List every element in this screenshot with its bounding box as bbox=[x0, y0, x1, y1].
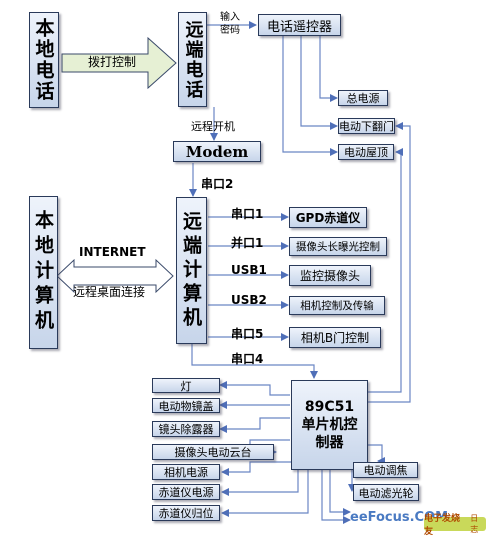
lens-defogger-label: 镜头除露器 bbox=[158, 423, 214, 436]
monitor-camera-box: 监控摄像头 bbox=[289, 265, 371, 286]
input-password-label: 输入 密码 bbox=[220, 12, 240, 36]
serial-1-label: 串口1 bbox=[231, 207, 264, 221]
motor-focus-box: 电动调焦 bbox=[353, 462, 418, 478]
internet-label: INTERNET bbox=[79, 245, 146, 259]
camera-exposure-label: 摄像头长曝光控制 bbox=[296, 241, 380, 253]
camera-exposure-box: 摄像头长曝光控制 bbox=[289, 237, 387, 256]
modem-box: Modem bbox=[173, 141, 261, 162]
main-power-box: 总电源 bbox=[338, 90, 388, 106]
watermark-corner-text: 电子发烧友 bbox=[424, 514, 461, 537]
motor-roof-box: 电动屋顶 bbox=[338, 144, 394, 160]
usb2-label: USB2 bbox=[231, 293, 267, 307]
remote-phone-label: 远端电话 bbox=[182, 19, 204, 100]
camera-b-door-box: 相机B门控制 bbox=[289, 327, 381, 348]
camera-pan-tilt-label: 摄像头电动云台 bbox=[174, 446, 252, 459]
local-computer-label: 本地计算机 bbox=[32, 210, 54, 335]
monitor-camera-label: 监控摄像头 bbox=[299, 269, 360, 283]
parallel-1-label: 并口1 bbox=[231, 236, 264, 250]
dial-arrow bbox=[61, 36, 177, 90]
phone-controller-label: 电话遥控器 bbox=[266, 19, 332, 35]
remote-computer-box: 远端计算机 bbox=[176, 197, 207, 344]
equatorial-home-box: 赤道仪归位 bbox=[152, 505, 220, 521]
motor-filter-wheel-label: 电动滤光轮 bbox=[358, 486, 414, 500]
lower-flip-door-box: 电动下翻门 bbox=[338, 118, 395, 134]
remote-power-on-label: 远程开机 bbox=[191, 120, 235, 133]
serial-2-label: 串口2 bbox=[201, 177, 234, 191]
local-phone-label: 本地电话 bbox=[32, 18, 55, 102]
gpd-equatorial-box: GPD赤道仪 bbox=[289, 207, 367, 228]
equatorial-power-box: 赤道仪电源 bbox=[152, 484, 220, 500]
gpd-equatorial-label: GPD赤道仪 bbox=[295, 211, 361, 225]
equatorial-power-label: 赤道仪电源 bbox=[158, 486, 214, 499]
local-phone-box: 本地电话 bbox=[29, 12, 59, 108]
remote-phone-box: 远端电话 bbox=[178, 12, 207, 107]
internet-arrow bbox=[56, 258, 174, 294]
motor-filter-wheel-box: 电动滤光轮 bbox=[353, 484, 419, 501]
remote-desktop-label: 远程桌面连接 bbox=[73, 285, 146, 299]
dial-control-label: 拨打控制 bbox=[88, 55, 137, 69]
serial-4-label: 串口4 bbox=[231, 352, 264, 366]
lens-defogger-box: 镜头除露器 bbox=[152, 421, 220, 437]
usb1-label: USB1 bbox=[231, 263, 267, 277]
local-computer-box: 本地计算机 bbox=[29, 196, 58, 349]
camera-control-label: 相机控制及传输 bbox=[300, 300, 374, 312]
watermark-corner-badge: 电子发烧友 日志 bbox=[424, 514, 486, 537]
lamp-box: 灯 bbox=[152, 378, 220, 393]
phone-controller-box: 电话遥控器 bbox=[258, 14, 341, 36]
mcu-box: 89C51单片机控制器 bbox=[291, 380, 368, 470]
watermark-main: eeFocus.COM bbox=[350, 510, 449, 525]
mcu-label: 89C51单片机控制器 bbox=[301, 398, 358, 452]
equatorial-home-label: 赤道仪归位 bbox=[158, 507, 214, 520]
lower-flip-door-label: 电动下翻门 bbox=[339, 120, 394, 133]
camera-b-door-label: 相机B门控制 bbox=[300, 331, 370, 345]
motor-lens-cover-box: 电动物镜盖 bbox=[152, 398, 220, 413]
main-power-label: 总电源 bbox=[346, 92, 380, 105]
watermark-corner-sub: 日志 bbox=[470, 514, 479, 534]
motor-lens-cover-label: 电动物镜盖 bbox=[158, 399, 214, 413]
motor-roof-label: 电动屋顶 bbox=[344, 146, 388, 159]
motor-focus-label: 电动调焦 bbox=[363, 464, 408, 477]
camera-power-label: 相机电源 bbox=[164, 466, 208, 479]
camera-power-box: 相机电源 bbox=[152, 464, 220, 480]
camera-control-box: 相机控制及传输 bbox=[289, 296, 385, 315]
lamp-label: 灯 bbox=[180, 379, 192, 393]
serial-5-label: 串口5 bbox=[231, 327, 264, 341]
camera-pan-tilt-box: 摄像头电动云台 bbox=[152, 444, 274, 460]
modem-label: Modem bbox=[185, 142, 249, 161]
remote-computer-label: 远端计算机 bbox=[180, 210, 202, 331]
